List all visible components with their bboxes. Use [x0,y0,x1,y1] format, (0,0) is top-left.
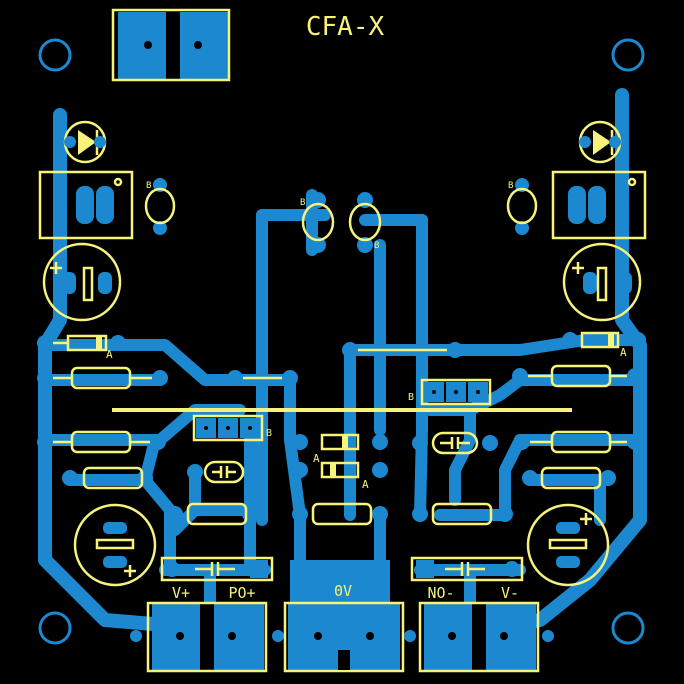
diode-left-label: A [106,348,113,361]
resistor-r7 [514,430,643,454]
label-po-plus: PO+ [228,584,255,602]
label-v-minus: V- [501,584,519,602]
film-cap-center-left [187,460,258,484]
connector-labels: V+ PO+ 0V NO- V- [172,582,519,602]
mounting-holes [38,38,645,645]
connector-power-in [130,601,284,673]
transistor-left-label: B [146,181,151,191]
electrolytic-cap-top-left [42,242,122,322]
electrolytic-cap-bottom-right [526,503,610,587]
mounting-hole-top-right [611,38,645,72]
transistor-center-right-label: B [374,241,379,251]
led-left [63,120,107,164]
electrolytic-cap-top-right [562,242,642,322]
diode-center-bottom-label: A [362,478,369,491]
connector-power-out [404,601,554,673]
resistor-r4 [512,364,643,388]
board-title: CFA-X [306,12,385,42]
label-v-plus: V+ [172,584,190,602]
diode-left: A [37,334,126,361]
resistor-r10 [292,502,388,526]
diode-right: A [562,331,646,359]
resistor-r11 [412,502,513,526]
transistor-right-label: B [508,181,513,191]
transistor-center-left: B [300,192,335,253]
diode-center-top-label: A [313,452,320,465]
resistor-r6 [62,466,153,490]
resistors [37,342,643,526]
mounting-hole-bottom-right [611,611,645,645]
header-right: B [408,378,492,406]
transistor-left: B [144,178,176,235]
led-right [578,120,622,164]
header-left-label: B [266,428,272,439]
trimpot-left [38,170,134,240]
resistor-r5 [37,430,166,454]
resistor-r9 [167,502,258,526]
film-cap-bottom-right [410,556,524,582]
label-no-minus: NO- [427,584,454,602]
film-cap-center-right [412,431,498,455]
resistor-r1 [37,366,168,390]
diode-center-top: A [292,433,388,465]
electrolytic-cap-bottom-left [73,503,157,587]
resistor-r8 [522,466,616,490]
connector-ground [283,601,405,673]
label-0v: 0V [334,582,352,600]
header-right-label: B [408,392,414,403]
film-cap-bottom-left [160,556,274,582]
transistor-center-left-label: B [300,198,305,208]
trimpot-right [551,170,647,240]
diode-right-label: A [620,346,627,359]
mounting-hole-bottom-left [38,611,72,645]
resistor-r2 [227,370,298,386]
diode-center-bottom: A [292,461,388,491]
top-connector [111,8,231,82]
header-left: B [192,414,272,442]
resistor-r3 [342,342,463,358]
mounting-hole-top-left [38,38,72,72]
transistor-center-right: B [348,192,382,253]
transistor-right: B [506,178,538,235]
